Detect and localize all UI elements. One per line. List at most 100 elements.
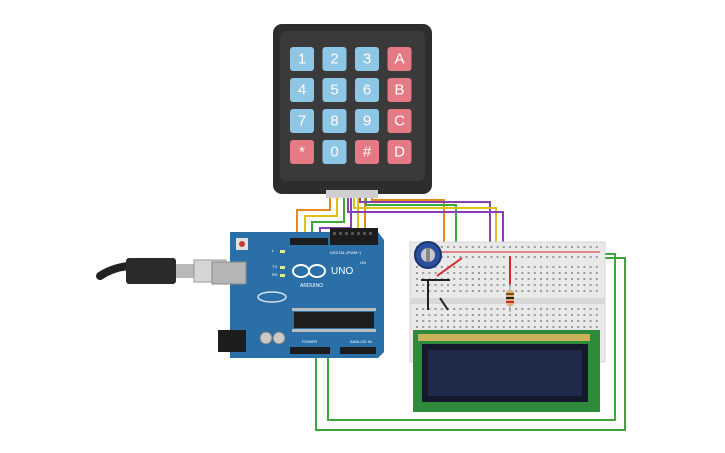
breadboard-hole — [490, 272, 493, 274]
breadboard-hole — [564, 326, 567, 328]
breadboard-hole — [465, 272, 468, 274]
breadboard-hole — [540, 290, 542, 292]
wire-keypad-2 — [304, 198, 338, 240]
keypad-key-3[interactable]: 3 — [355, 47, 379, 71]
breadboard-hole — [465, 246, 468, 248]
breadboard-hole — [558, 284, 561, 286]
breadboard-hole — [515, 246, 518, 248]
breadboard-hole — [546, 320, 549, 322]
arduino-uno-board[interactable]: ARDUINO UNO DIGITAL (PWM~) TX RX L ON PO… — [211, 228, 384, 358]
keypad-pin-header — [326, 190, 378, 198]
breadboard-hole — [509, 326, 511, 328]
breadboard-hole — [552, 256, 555, 258]
breadboard-hole — [428, 314, 431, 316]
breadboard-hole — [459, 246, 462, 248]
breadboard-hole — [465, 284, 468, 286]
keypad-key-A[interactable]: A — [387, 47, 412, 71]
lcd-screen — [428, 350, 582, 396]
breadboard-hole — [434, 326, 437, 328]
breadboard-hole — [558, 290, 561, 292]
breadboard-hole — [440, 326, 443, 328]
breadboard-hole — [589, 326, 592, 328]
breadboard-hole — [527, 320, 530, 322]
breadboard-hole — [490, 314, 493, 316]
breadboard-hole — [546, 326, 549, 328]
breadboard-hole — [502, 256, 505, 258]
breadboard-hole — [459, 256, 462, 258]
breadboard-hole — [416, 308, 418, 310]
breadboard-hole — [540, 308, 542, 310]
lcd-16x2[interactable] — [413, 330, 600, 412]
keypad-key-B[interactable]: B — [387, 78, 412, 102]
breadboard-hole — [478, 266, 480, 268]
breadboard-hole — [490, 246, 493, 248]
keypad-key-8[interactable]: 8 — [322, 109, 347, 133]
breadboard-hole — [496, 266, 499, 268]
breadboard-hole — [558, 256, 561, 258]
keypad-key-6[interactable]: 6 — [355, 78, 379, 102]
breadboard-hole — [583, 308, 586, 310]
breadboard-hole — [502, 272, 505, 274]
breadboard-hole — [571, 290, 573, 292]
breadboard-hole — [422, 272, 425, 274]
breadboard-hole — [577, 272, 580, 274]
breadboard-hole — [589, 284, 592, 286]
breadboard-hole — [589, 278, 592, 280]
key-cap — [387, 47, 412, 71]
arduino-logo-icon — [292, 264, 326, 278]
breadboard-hole — [484, 272, 487, 274]
breadboard-hole — [453, 246, 456, 248]
breadboard-hole — [459, 308, 462, 310]
breadboard-hole — [564, 314, 567, 316]
breadboard-hole — [552, 266, 555, 268]
breadboard-hole — [595, 326, 598, 328]
key-cap — [290, 78, 314, 102]
breadboard-hole — [490, 290, 493, 292]
breadboard-hole — [527, 326, 530, 328]
breadboard-hole — [440, 290, 443, 292]
breadboard-hole — [533, 314, 536, 316]
breadboard-hole — [564, 256, 567, 258]
key-cap — [355, 109, 379, 133]
breadboard-hole — [595, 266, 598, 268]
keypad-key-D[interactable]: D — [387, 140, 412, 164]
breadboard-hole — [564, 278, 567, 280]
breadboard-hole — [440, 246, 443, 248]
breadboard-hole — [490, 256, 493, 258]
breadboard-hole — [465, 290, 468, 292]
breadboard-hole — [416, 314, 418, 316]
potentiometer-icon[interactable] — [414, 241, 442, 269]
keypad-key-2[interactable]: 2 — [322, 47, 347, 71]
breadboard-hole — [533, 256, 536, 258]
keypad-key-5[interactable]: 5 — [322, 78, 347, 102]
keypad-key-7[interactable]: 7 — [290, 109, 314, 133]
breadboard-hole — [533, 278, 536, 280]
keypad-key-hash[interactable]: # — [355, 140, 379, 164]
breadboard-hole — [595, 272, 598, 274]
breadboard-hole — [502, 246, 505, 248]
breadboard-hole — [453, 256, 456, 258]
breadboard-hole — [564, 290, 567, 292]
keypad-key-4[interactable]: 4 — [290, 78, 314, 102]
keypad-key-star[interactable]: * — [290, 140, 314, 164]
breadboard-hole — [453, 266, 456, 268]
keypad-key-1[interactable]: 1 — [290, 47, 314, 71]
breadboard-hole — [509, 246, 511, 248]
breadboard-hole — [527, 266, 530, 268]
breadboard-hole — [521, 284, 524, 286]
breadboard-hole — [459, 266, 462, 268]
key-label: 5 — [330, 82, 338, 99]
keypad-key-9[interactable]: 9 — [355, 109, 379, 133]
breadboard-hole — [440, 314, 443, 316]
breadboard-hole — [540, 284, 542, 286]
breadboard-hole — [459, 290, 462, 292]
breadboard-hole — [434, 320, 437, 322]
keypad-key-C[interactable]: C — [387, 109, 412, 133]
breadboard-hole — [434, 284, 437, 286]
keypad-key-0[interactable]: 0 — [322, 140, 347, 164]
breadboard-hole — [527, 290, 530, 292]
breadboard-hole — [484, 314, 487, 316]
